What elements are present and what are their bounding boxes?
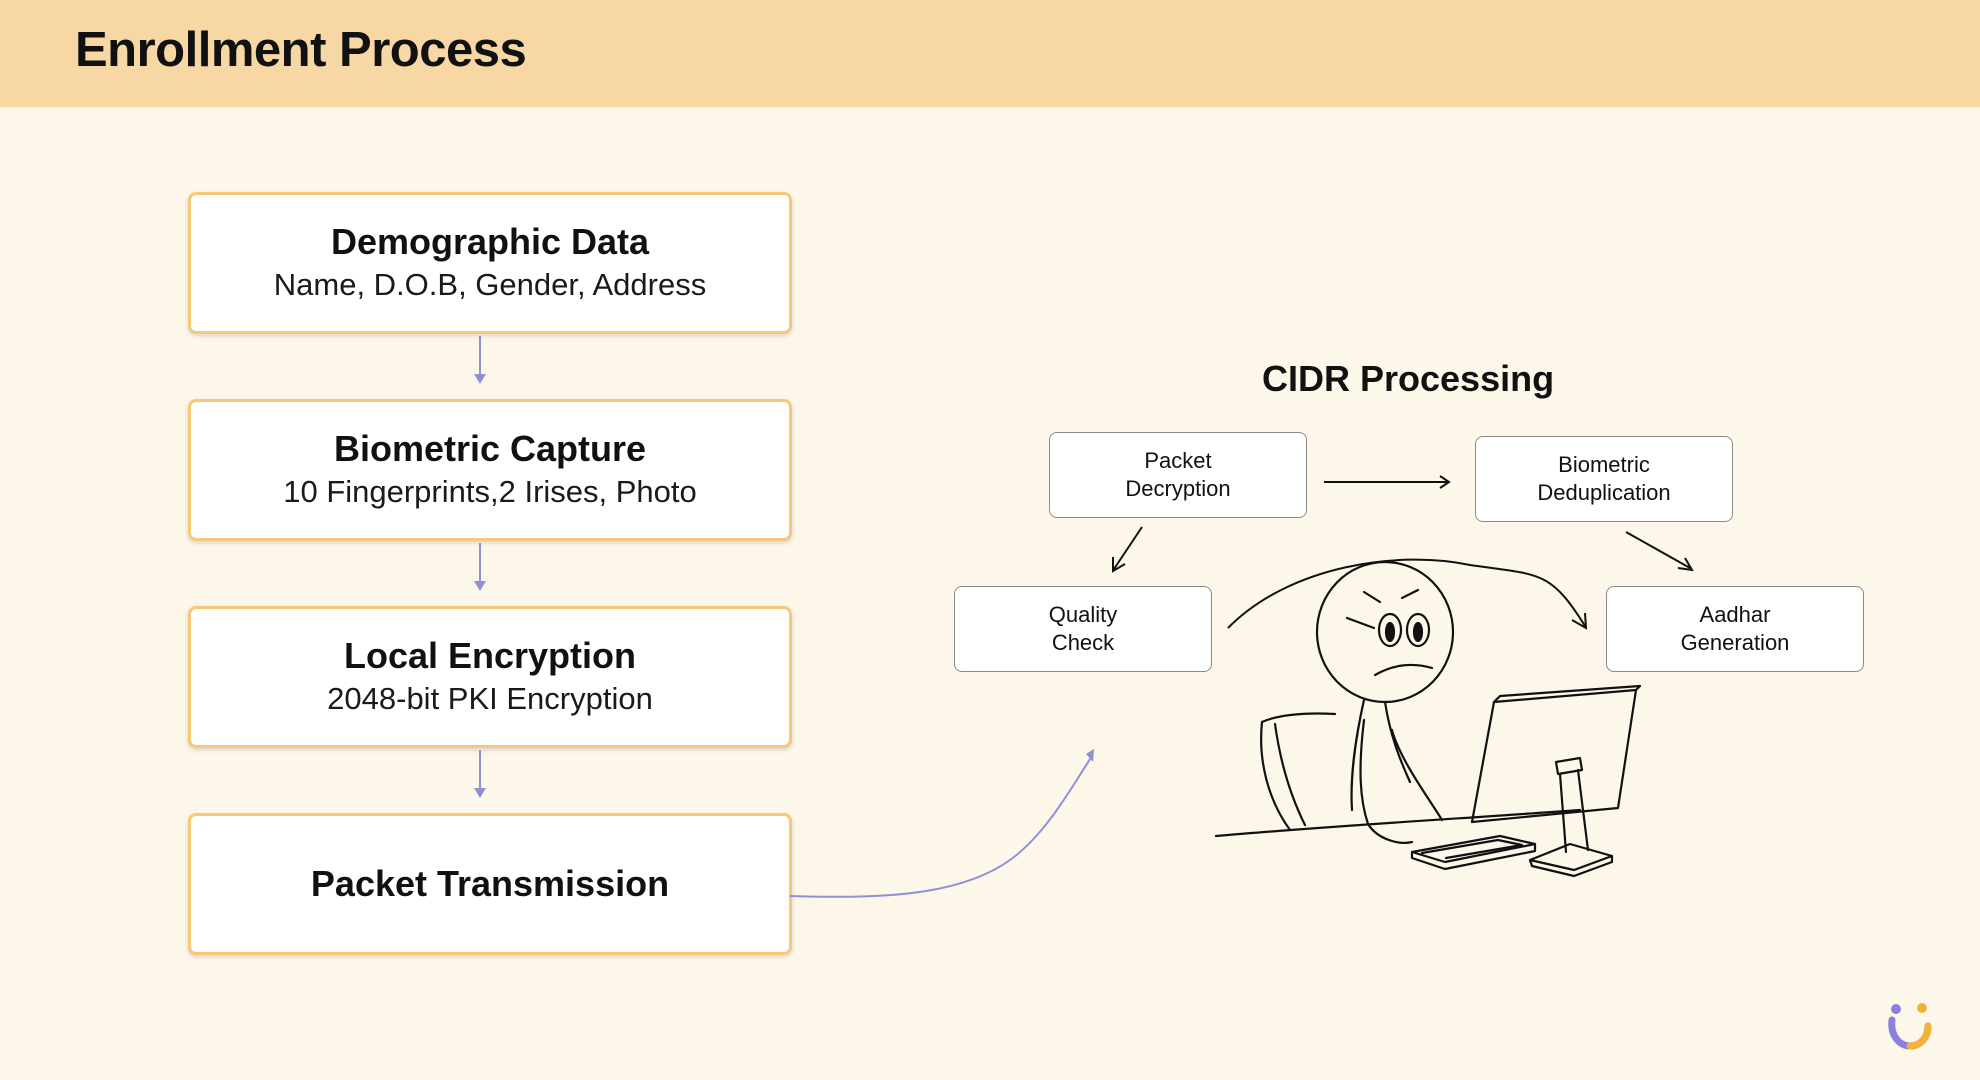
- transmission-curve-arrow: [789, 749, 1094, 898]
- stage-arrow-1: [474, 336, 486, 384]
- stage-subtitle: 10 Fingerprints,2 Irises, Photo: [283, 474, 697, 509]
- stage-packet-transmission: Packet Transmission: [188, 813, 792, 955]
- step-label: Biometric Deduplication: [1537, 452, 1671, 505]
- arrow-quality-to-aadhar-arc: [1227, 558, 1588, 630]
- person-at-computer-illustration: [1214, 560, 1642, 878]
- arrow-decryption-to-deduplication: [1324, 475, 1451, 489]
- stage-local-encryption: Local Encryption 2048-bit PKI Encryption: [188, 606, 792, 748]
- stage-title: Local Encryption: [343, 635, 637, 676]
- stage-subtitle: Name, D.O.B, Gender, Address: [273, 267, 707, 302]
- step-label: Aadhar Generation: [1680, 602, 1790, 655]
- brand-logo-icon: [1888, 1003, 1932, 1050]
- stage-subtitle: 2048-bit PKI Encryption: [327, 681, 653, 716]
- arrow-deduplication-to-aadhar: [1625, 531, 1694, 572]
- stage-arrow-2: [474, 543, 486, 591]
- stage-title: Demographic Data: [330, 221, 650, 262]
- cidr-title: CIDR Processing: [1262, 358, 1555, 399]
- arrow-decryption-to-quality: [1112, 526, 1143, 573]
- step-quality-check: Quality Check: [954, 586, 1212, 672]
- stage-title: Packet Transmission: [310, 863, 670, 904]
- step-biometric-deduplication: Biometric Deduplication: [1475, 436, 1733, 522]
- step-label: Packet Decryption: [1125, 448, 1231, 501]
- stage-biometric-capture: Biometric Capture 10 Fingerprints,2 Iris…: [188, 399, 792, 541]
- step-label: Quality Check: [1048, 602, 1118, 655]
- header-bar: Enrollment Process: [0, 0, 1980, 107]
- page-title: Enrollment Process: [75, 23, 527, 77]
- step-aadhar-generation: Aadhar Generation: [1606, 586, 1864, 672]
- stage-arrow-3: [474, 750, 486, 798]
- step-packet-decryption: Packet Decryption: [1049, 432, 1307, 518]
- stage-demographic-data: Demographic Data Name, D.O.B, Gender, Ad…: [188, 192, 792, 334]
- stage-title: Biometric Capture: [333, 428, 647, 469]
